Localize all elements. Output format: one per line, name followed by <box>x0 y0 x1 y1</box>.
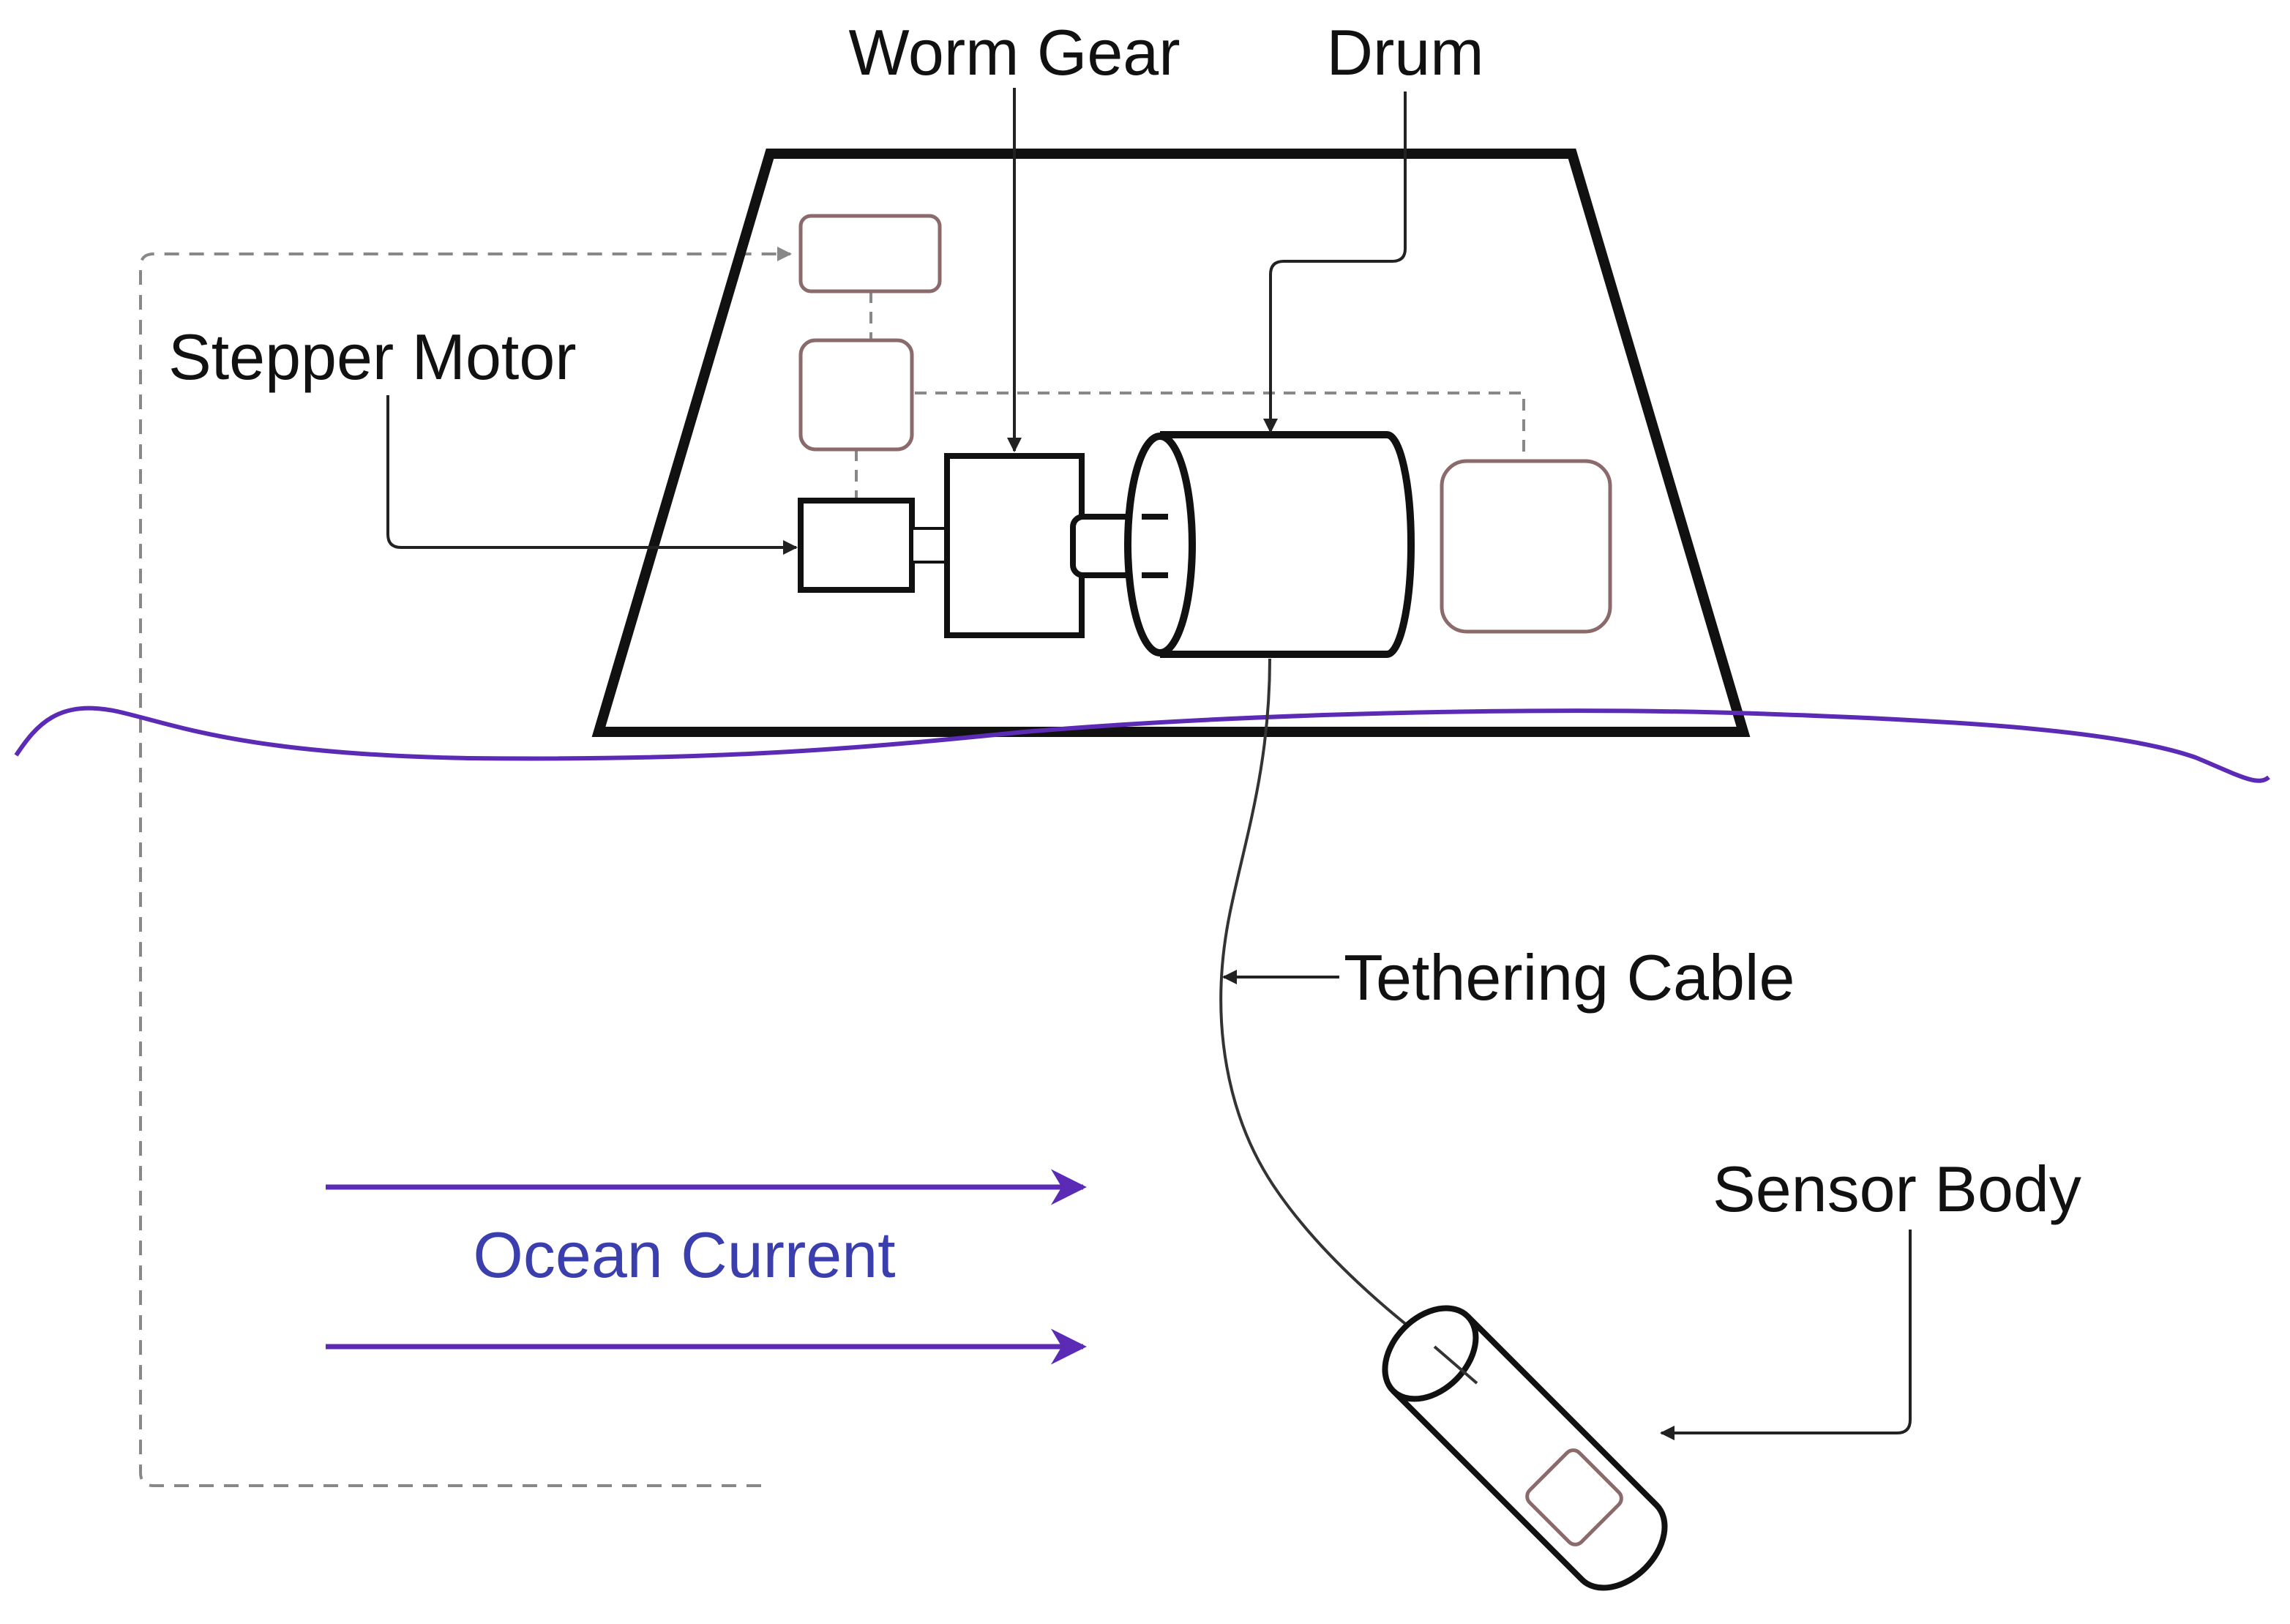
sensor-body-leader <box>1660 1230 1912 1440</box>
drum-leader <box>1263 91 1407 433</box>
drum-shaft-edge <box>1142 514 1168 578</box>
drum-shaft-stub <box>1134 517 1168 575</box>
worm-gear-block <box>944 453 1085 638</box>
cable-into-sensor <box>1433 1345 1478 1385</box>
stepper-motor-label: Stepper Motor <box>168 321 577 393</box>
buoy-hull <box>591 149 1751 737</box>
sensor-body <box>1382 1305 1668 1591</box>
sensor-payload-box <box>1525 1448 1623 1546</box>
stepper-motor-block <box>798 498 915 593</box>
water-surface <box>14 706 2270 783</box>
sensor-body-label: Sensor Body <box>1713 1153 2081 1225</box>
battery-box <box>1440 459 1612 634</box>
worm-gear-label: Worm Gear <box>848 16 1180 89</box>
controller-box-top <box>798 214 942 293</box>
tethering-cable <box>1219 658 1476 1377</box>
dashed-link-loop <box>139 247 792 1487</box>
drum-body <box>1160 431 1415 658</box>
tethering-cable-label: Tethering Cable <box>1344 941 1795 1014</box>
controller-box-middle <box>798 338 914 452</box>
motor-shaft <box>910 527 948 564</box>
ocean-current-label: Ocean Current <box>473 1219 895 1291</box>
stepper-motor-leader <box>386 395 798 555</box>
drum-label: Drum <box>1326 16 1483 89</box>
